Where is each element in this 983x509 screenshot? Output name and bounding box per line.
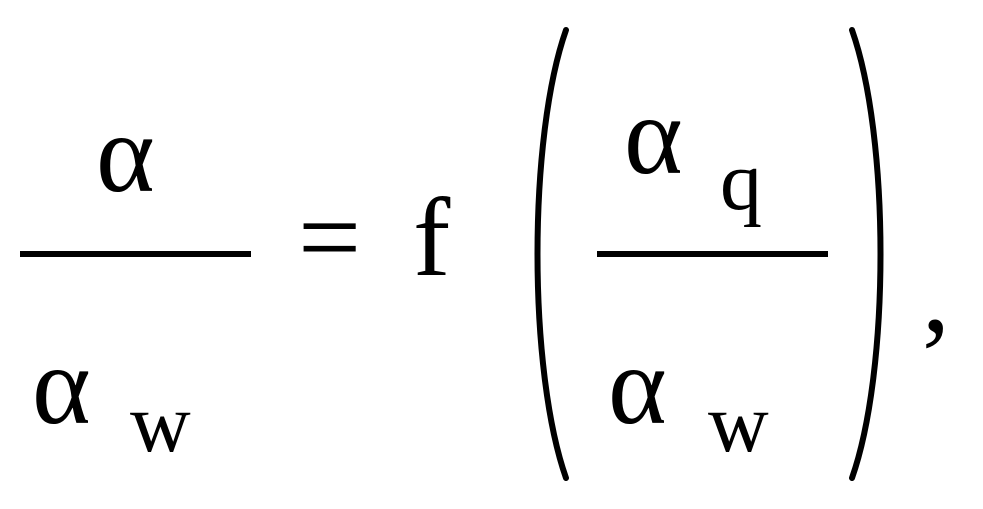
rhs-fraction-bar bbox=[597, 251, 828, 257]
trailing-comma: , bbox=[922, 232, 950, 356]
rhs-denominator-alpha: α bbox=[608, 324, 667, 448]
left-parenthesis bbox=[534, 27, 569, 481]
lhs-denominator-alpha: α bbox=[32, 324, 91, 448]
lhs-fraction-bar bbox=[20, 251, 251, 257]
rhs-numerator-subscript-q: q bbox=[720, 135, 762, 228]
lhs-numerator-alpha: α bbox=[96, 92, 155, 216]
function-f: f bbox=[413, 176, 451, 300]
equals-sign: = bbox=[298, 176, 362, 300]
rhs-denominator-subscript-w: w bbox=[708, 377, 769, 470]
rhs-numerator-alpha: α bbox=[624, 74, 683, 198]
lhs-denominator-subscript-w: w bbox=[130, 377, 191, 470]
right-parenthesis bbox=[849, 27, 884, 481]
